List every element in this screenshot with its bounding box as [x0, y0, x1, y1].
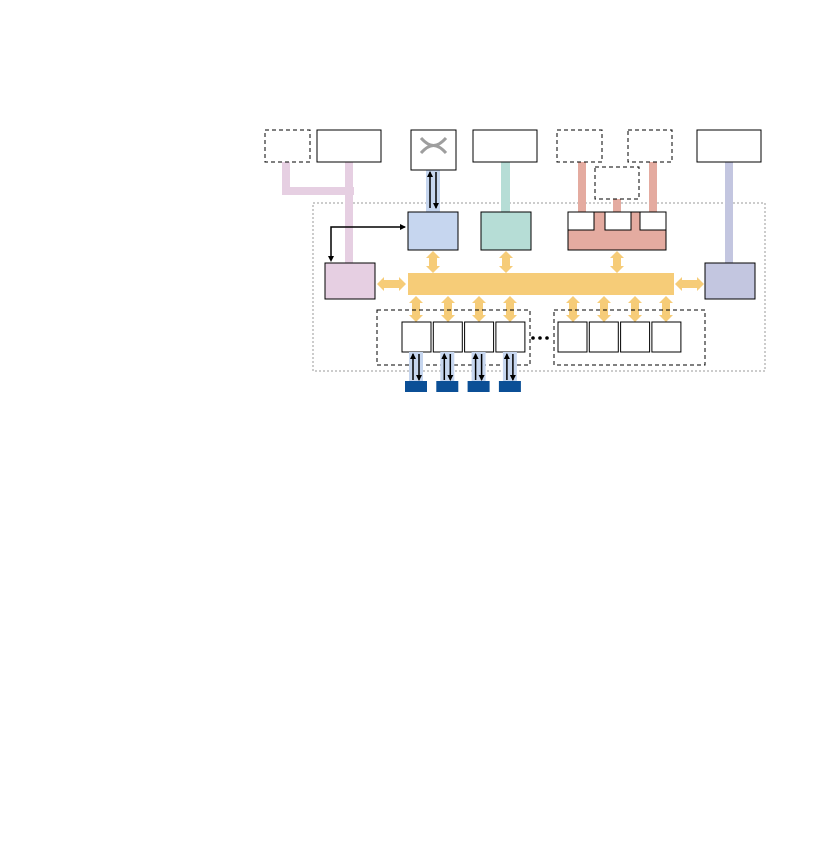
central-bus	[408, 273, 674, 295]
crossed-arrows-icon	[419, 136, 448, 155]
slot-right-2	[588, 321, 619, 353]
bus-arrow-pink	[377, 277, 406, 291]
salmon-links	[578, 162, 657, 212]
bus-arrow-slot-5	[566, 296, 580, 322]
peripheral-box-dashed-2	[556, 129, 603, 163]
bus-arrow-slot-8	[659, 296, 673, 322]
slot-left-2	[432, 321, 463, 353]
port-1	[405, 381, 427, 392]
slot-group-right	[553, 309, 706, 366]
slot-left-4	[495, 321, 526, 353]
lavender-block	[704, 262, 756, 300]
salmon-sub-box-3	[639, 211, 667, 231]
bus-arrow-lavender	[675, 277, 704, 291]
salmon-sub-box-2	[604, 211, 632, 231]
teal-block	[480, 211, 532, 251]
slots-left	[401, 321, 526, 353]
system-boundary	[312, 202, 766, 372]
peripheral-box-1	[316, 129, 382, 163]
port-link-band-2	[440, 352, 455, 381]
pink-to-blue-arrow	[328, 224, 406, 262]
bus-arrow-slot-4	[503, 296, 517, 322]
blue-block	[407, 211, 459, 251]
peripheral-box-2	[472, 129, 538, 163]
port-4	[498, 381, 521, 392]
bus-arrow-slot-2	[441, 296, 455, 322]
peripheral-box-3	[696, 129, 762, 163]
slot-left-1	[401, 321, 432, 353]
port-2	[436, 381, 459, 392]
slot-right-1	[557, 321, 588, 353]
port-links	[405, 352, 521, 392]
peripheral-box-dashed-3	[627, 129, 673, 163]
slots-right	[557, 321, 682, 353]
bus-arrow-slot-7	[628, 296, 642, 322]
bus-arrow-teal	[499, 251, 513, 273]
bus-arrow-slot-1	[409, 296, 423, 322]
peripheral-box-dashed-4	[594, 166, 640, 200]
bus-arrow-slot-3	[472, 296, 486, 322]
port-link-band-3	[471, 352, 486, 381]
ellipsis-dots-icon	[531, 336, 549, 340]
switch-box	[410, 129, 457, 171]
pink-block	[324, 262, 376, 300]
slot-right-4	[651, 321, 682, 353]
pink-link	[282, 162, 354, 263]
port-link-band-1	[409, 352, 423, 381]
port-3	[467, 381, 490, 392]
teal-link	[501, 162, 510, 212]
lavender-link	[725, 162, 733, 263]
blue-link	[426, 170, 440, 212]
port-link-band-4	[502, 352, 517, 381]
bus-arrows	[377, 251, 704, 322]
salmon-sub-box-1	[567, 211, 595, 231]
peripheral-box-dashed-1	[264, 129, 311, 163]
bus-arrow-blue	[426, 251, 440, 273]
slot-left-3	[464, 321, 495, 353]
bus-arrow-slot-6	[597, 296, 611, 322]
slot-right-3	[620, 321, 651, 353]
slot-group-left	[376, 309, 531, 366]
bus-arrow-salmon	[610, 251, 624, 273]
